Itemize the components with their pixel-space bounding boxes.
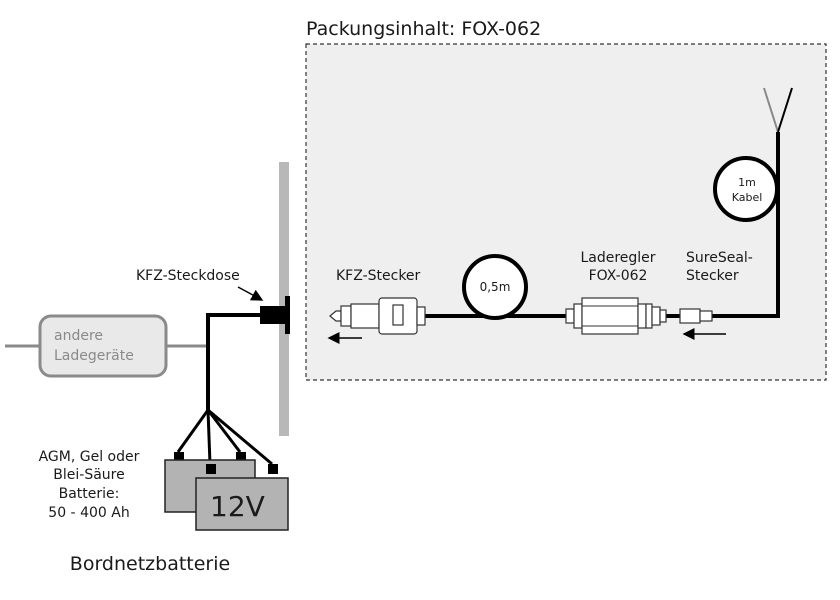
car-plug bbox=[329, 297, 426, 335]
socket-label: KFZ-Steckdose bbox=[136, 268, 240, 284]
coil-long bbox=[713, 156, 779, 222]
car-plug-label: KFZ-Stecker bbox=[336, 268, 421, 284]
battery-desc-2: Blei-Säure bbox=[53, 467, 124, 483]
sureseal-label-1: SureSeal- bbox=[686, 250, 753, 266]
battery-desc-3: Batterie: bbox=[59, 486, 120, 502]
other-chargers-box bbox=[38, 314, 168, 378]
coil-short-label: 0,5m bbox=[480, 280, 511, 294]
battery-terminal-back-left bbox=[174, 452, 184, 462]
open-wire-end-grey bbox=[763, 87, 779, 133]
car-socket-body bbox=[260, 306, 286, 324]
regulator-label-2: FOX-062 bbox=[589, 268, 648, 284]
battery-wire-left-2 bbox=[206, 409, 212, 465]
sureseal-label-2: Stecker bbox=[686, 268, 739, 284]
socket-wire bbox=[206, 313, 262, 410]
coil-long-label-1: 1m bbox=[738, 176, 756, 189]
battery-front bbox=[195, 477, 289, 531]
other-chargers-label-2: Ladegeräte bbox=[54, 348, 134, 364]
package-title: Packungsinhalt: FOX-062 bbox=[306, 18, 541, 40]
battery-terminal-back-right bbox=[236, 452, 246, 462]
battery-wire-left bbox=[176, 409, 210, 453]
battery-terminal-front-right bbox=[268, 464, 278, 474]
battery-wire-right-2 bbox=[207, 408, 273, 466]
regulator-label-1: Laderegler bbox=[580, 250, 655, 266]
coil-long-label-2: Kabel bbox=[732, 191, 763, 204]
open-wire-end-black bbox=[777, 87, 793, 133]
battery-wire-right bbox=[206, 409, 242, 453]
other-chargers-label-1: andere bbox=[54, 328, 103, 344]
charge-regulator bbox=[565, 297, 667, 335]
socket-pointer-arrow bbox=[237, 286, 264, 301]
battery-desc-4: 50 - 400 Ah bbox=[48, 505, 129, 521]
battery-desc-1: AGM, Gel oder bbox=[39, 449, 140, 465]
vehicle-panel bbox=[279, 162, 289, 436]
battery-voltage: 12V bbox=[210, 490, 265, 523]
onboard-battery-label: Bordnetzbatterie bbox=[70, 553, 230, 575]
sureseal-plug bbox=[679, 308, 713, 324]
car-socket-flange bbox=[285, 296, 290, 334]
battery-terminal-front-left bbox=[206, 464, 216, 474]
coil-short bbox=[462, 254, 528, 320]
